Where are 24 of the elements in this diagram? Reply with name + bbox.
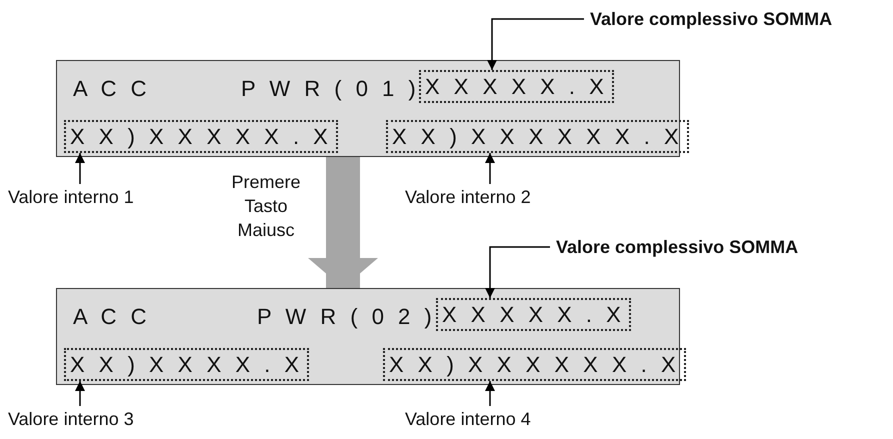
display-value: X X ) X X X X X X . X: [383, 348, 686, 381]
callout-label: Valore interno 1: [8, 186, 134, 208]
display-value: X X X X X . X: [419, 70, 614, 103]
callout-label: Valore complessivo SOMMA: [556, 236, 798, 258]
display-text: A C C: [73, 75, 150, 103]
display-value: X X ) X X X X X X . X: [386, 120, 689, 153]
display-value: X X ) X X X X . X: [64, 348, 310, 381]
callout-label: Valore complessivo SOMMA: [590, 8, 832, 30]
edge-label: Premere Tasto Maiusc: [230, 171, 302, 242]
callout-label: Valore interno 3: [8, 408, 134, 430]
leader-line: [485, 381, 495, 406]
leader-line: [485, 246, 550, 298]
callout-label: Valore interno 2: [405, 186, 531, 208]
display-value: X X X X X . X: [436, 298, 631, 331]
display-value: X X ) X X X X X . X: [64, 120, 338, 153]
display-text: P W R ( 0 1 ): [241, 75, 420, 103]
display-text: P W R ( 0 2 ): [257, 303, 436, 331]
leader-line: [485, 153, 495, 184]
leader-line: [487, 18, 584, 70]
callout-label: Valore interno 4: [405, 408, 531, 430]
arrow: [308, 157, 378, 288]
leader-line: [75, 153, 85, 184]
leader-line: [75, 381, 85, 406]
display-text: A C C: [73, 303, 150, 331]
